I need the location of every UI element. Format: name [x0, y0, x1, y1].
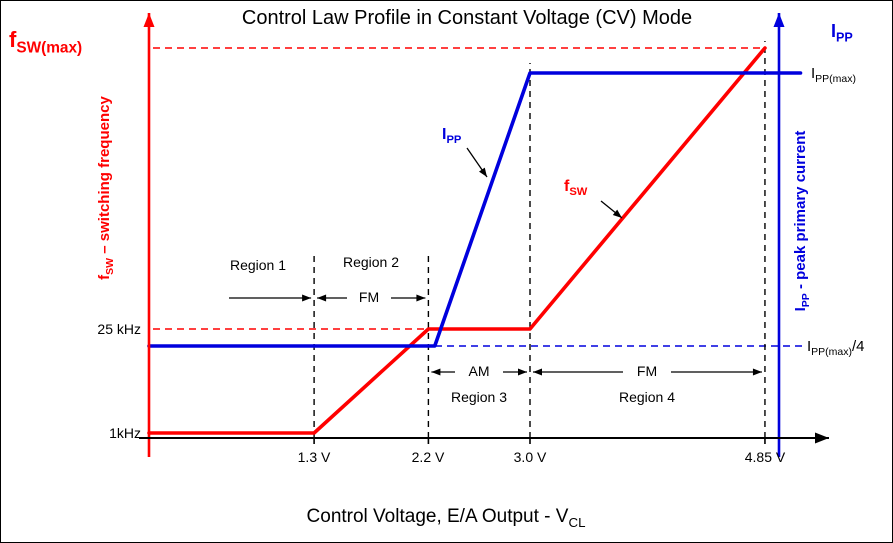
fsw-max-axis-label: fSW(max) — [9, 27, 83, 57]
right-axis-name: IPP - peak primary current — [791, 130, 812, 312]
region-4-mode-fm: FM — [623, 363, 671, 380]
fsw-curve-label: fSW — [564, 178, 588, 199]
right-tick-ipp-max: IPP(max) — [811, 65, 857, 85]
region-2-mode-fm: FM — [347, 289, 391, 306]
chart-title: Control Law Profile in Constant Voltage … — [241, 7, 693, 29]
x-tick-1-3v: 1.3 V — [297, 449, 331, 465]
left-tick-25khz: 25 kHz — [97, 321, 141, 337]
x-tick-4-85v: 4.85 V — [744, 449, 786, 465]
region-2-label: Region 2 — [342, 254, 400, 270]
region-1-label: Region 1 — [229, 257, 287, 273]
region-4-label: Region 4 — [618, 389, 676, 405]
x-tick-3-0v: 3.0 V — [513, 449, 547, 465]
x-tick-2-2v: 2.2 V — [411, 449, 445, 465]
ipp-axis-label: IPP — [831, 21, 853, 45]
right-tick-ipp-quarter: IPP(max)/4 — [807, 338, 865, 358]
left-axis-name: fSW – switching frequency — [95, 96, 116, 280]
ipp-curve-label: IPP — [442, 126, 462, 147]
region-3-label: Region 3 — [450, 389, 508, 405]
x-axis-title: Control Voltage, E/A Output - VCL — [306, 506, 586, 530]
region-3-mode-am: AM — [455, 363, 503, 380]
left-tick-1khz: 1kHz — [109, 425, 141, 441]
